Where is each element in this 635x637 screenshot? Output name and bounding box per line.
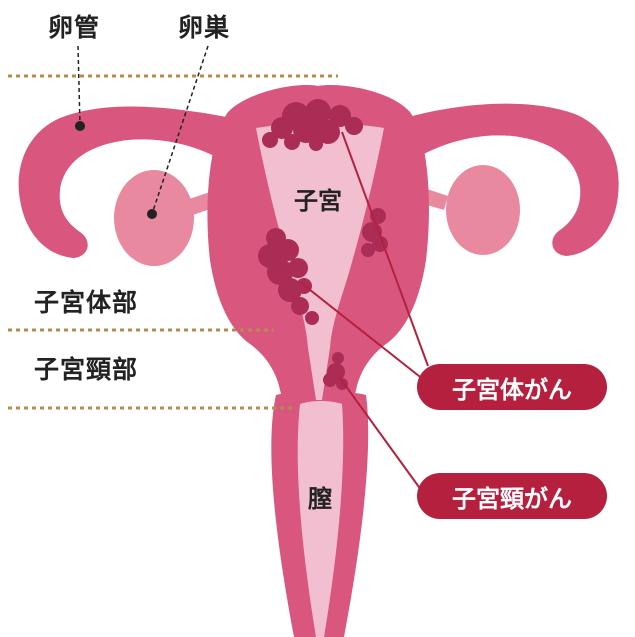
ovary-label: 卵巣	[178, 8, 230, 44]
cervical-cancer-callout: 子宮頸がん	[417, 473, 607, 519]
oviduct-label: 卵管	[48, 8, 100, 44]
uterine-body-label: 子宮体部	[34, 283, 138, 319]
uterine-cervix-label: 子宮頸部	[34, 350, 138, 386]
ovary-pointer-dot	[147, 209, 157, 219]
endometrial-cancer-callout: 子宮体がん	[417, 364, 607, 410]
right-ovary	[446, 165, 520, 255]
vagina-label: 膣	[308, 479, 332, 514]
oviduct-pointer-dot	[75, 121, 85, 131]
uterus-label: 子宮	[294, 181, 342, 216]
